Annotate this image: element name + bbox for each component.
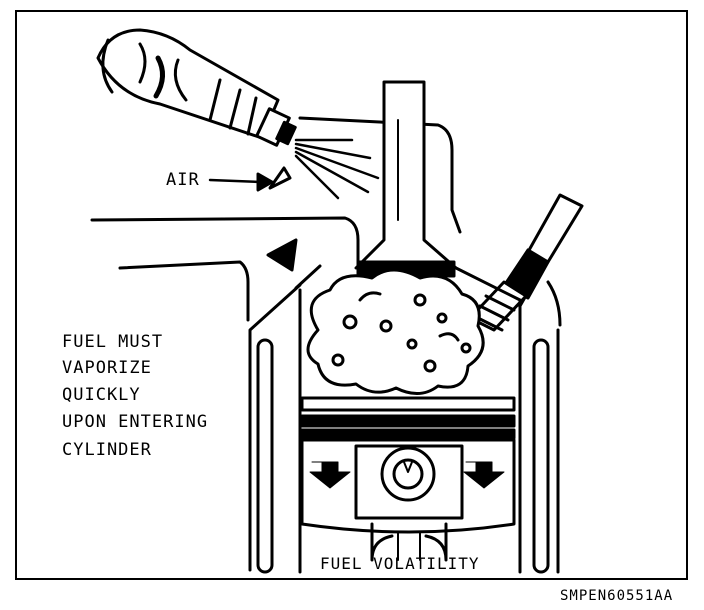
note-line-4: UPON ENTERING — [62, 412, 209, 432]
fuel-vapor-cloud-icon — [306, 268, 485, 395]
cylinder-head — [90, 116, 562, 327]
figure-code: SMPEN60551AA — [560, 588, 674, 604]
diagram-frame — [15, 10, 688, 580]
note-line-2: VAPORIZE — [62, 358, 152, 378]
piston-icon — [300, 396, 516, 562]
fuel-injector-icon — [96, 28, 297, 147]
figure-caption: FUEL VOLATILITY — [320, 554, 480, 573]
air-arrow — [208, 166, 292, 192]
spark-plug-icon — [460, 193, 584, 332]
note-line-5: CYLINDER — [62, 440, 152, 460]
fuel-spray — [294, 138, 380, 200]
note-line-1: FUEL MUST — [62, 332, 164, 352]
air-label: AIR — [166, 170, 200, 190]
intake-valve-icon — [354, 80, 458, 278]
note-line-3: QUICKLY — [62, 385, 141, 405]
cylinder-walls — [248, 264, 560, 574]
